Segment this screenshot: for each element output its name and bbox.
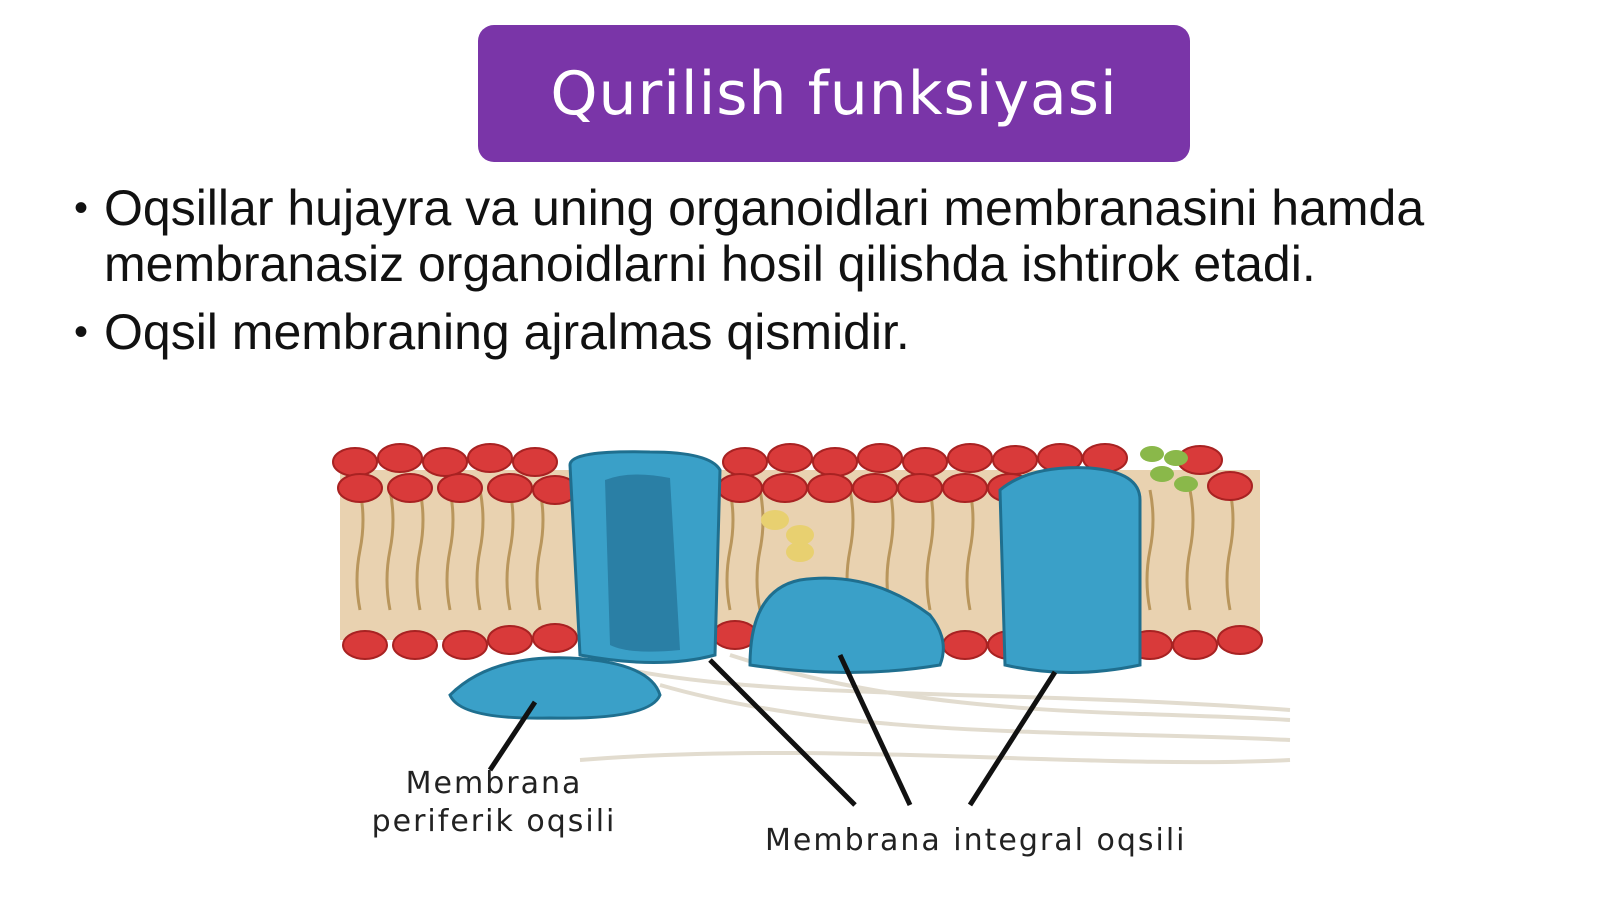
bullet-text: Oqsillar hujayra va uning organoidlari m…: [104, 180, 1425, 292]
lipid-heads-top: [332, 443, 1253, 505]
bullet-list: • Oqsillar hujayra va uning organoidlari…: [70, 180, 1570, 372]
label-integral: Membrana integral oqsili: [765, 823, 1187, 858]
integral-protein-middle: [748, 576, 945, 674]
bullet-text: Oqsil membraning ajralmas qismidir.: [104, 304, 910, 360]
label-peripheral: Membrana periferik oqsili: [334, 765, 654, 841]
label-peripheral-line1: Membrana: [405, 766, 583, 801]
slide-title: Qurilish funksiyasi: [550, 58, 1118, 129]
membrane-diagram: [332, 443, 1291, 807]
bullet-item: • Oqsillar hujayra va uning organoidlari…: [70, 180, 1570, 292]
integral-protein-right: [998, 466, 1142, 674]
peripheral-protein: [448, 656, 662, 720]
cholesterol-green: [1140, 446, 1198, 492]
bullet-dot: •: [74, 310, 89, 354]
cholesterol-yellow: [761, 510, 814, 562]
pointer-lines: [487, 653, 1058, 807]
lipid-tails: [355, 489, 1235, 611]
title-banner: Qurilish funksiyasi: [478, 25, 1190, 162]
label-peripheral-line2: periferik oqsili: [371, 804, 617, 839]
cytoskeleton-fibers: [579, 653, 1291, 765]
bullet-dot: •: [74, 186, 89, 230]
bullet-item: • Oqsil membraning ajralmas qismidir.: [70, 304, 1570, 360]
lipid-heads-bottom: [342, 620, 1263, 660]
